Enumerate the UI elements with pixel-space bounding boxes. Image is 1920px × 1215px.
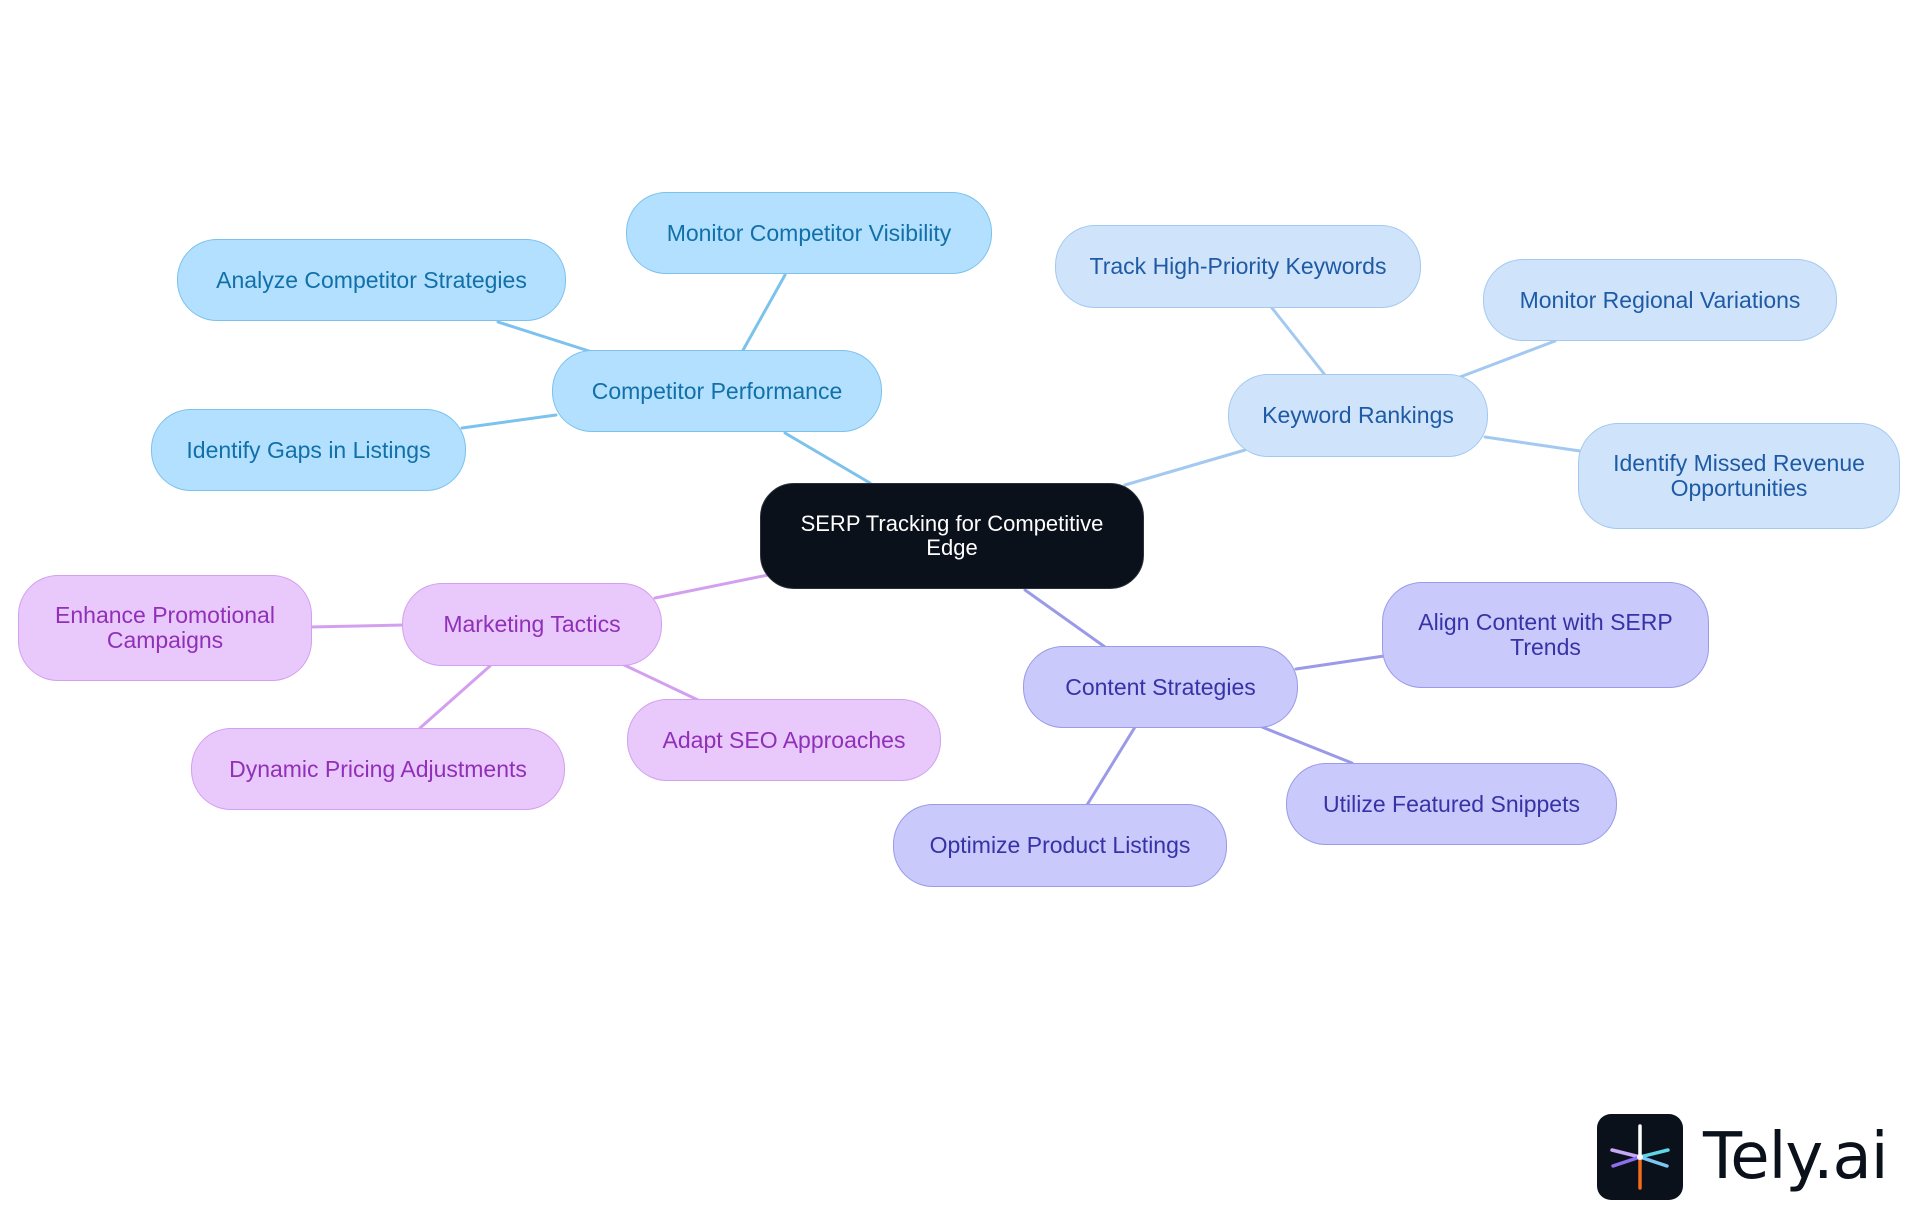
link-competitor-monitor — [740, 273, 787, 354]
leaf-enhance-promotional-campaigns[interactable]: Enhance Promotional Campaigns — [18, 575, 312, 681]
link-keyword-track — [1270, 306, 1327, 377]
leaf-adapt-seo-approaches[interactable]: Adapt SEO Approaches — [627, 699, 941, 781]
leaf-label: Dynamic Pricing Adjustments — [229, 755, 527, 782]
link-root-keyword — [1123, 448, 1247, 487]
link-keyword-regional — [1458, 339, 1557, 379]
branch-label: Marketing Tactics — [443, 611, 621, 637]
branch-label: Content Strategies — [1065, 673, 1256, 700]
leaf-dynamic-pricing-adjustments[interactable]: Dynamic Pricing Adjustments — [191, 728, 565, 810]
link-root-competitor — [783, 431, 872, 485]
branch-label: Keyword Rankings — [1262, 402, 1454, 428]
leaf-utilize-featured-snippets[interactable]: Utilize Featured Snippets — [1286, 763, 1617, 845]
leaf-monitor-competitor-visibility[interactable]: Monitor Competitor Visibility — [626, 192, 992, 274]
link-marketing-enhance — [308, 623, 406, 629]
leaf-optimize-product-listings[interactable]: Optimize Product Listings — [893, 804, 1227, 887]
tely-logo: Tely.ai — [1597, 1114, 1888, 1200]
link-competitor-gaps — [460, 413, 558, 430]
branch-competitor-performance[interactable]: Competitor Performance — [552, 350, 882, 432]
link-keyword-missed — [1483, 435, 1582, 453]
link-competitor-analyze — [496, 320, 594, 354]
leaf-label: Track High-Priority Keywords — [1089, 253, 1387, 279]
leaf-analyze-competitor-strategies[interactable]: Analyze Competitor Strategies — [177, 239, 566, 321]
root-label: SERP Tracking for Competitive Edge — [800, 511, 1104, 560]
link-marketing-dynamic — [418, 664, 492, 730]
leaf-identify-gaps-in-listings[interactable]: Identify Gaps in Listings — [151, 409, 466, 491]
link-content-optimize — [1085, 725, 1137, 807]
leaf-label: Enhance Promotional Campaigns — [55, 602, 275, 653]
leaf-label: Align Content with SERP Trends — [1418, 609, 1673, 660]
branch-marketing-tactics[interactable]: Marketing Tactics — [402, 583, 662, 666]
leaf-label: Identify Gaps in Listings — [186, 436, 431, 463]
tely-star-icon — [1597, 1114, 1683, 1200]
leaf-label: Analyze Competitor Strategies — [216, 266, 527, 293]
leaf-label: Monitor Regional Variations — [1519, 286, 1801, 313]
leaf-label: Monitor Competitor Visibility — [666, 219, 952, 246]
leaf-track-high-priority-keywords[interactable]: Track High-Priority Keywords — [1055, 225, 1421, 308]
leaf-label: Optimize Product Listings — [929, 832, 1191, 858]
link-root-content — [1023, 588, 1107, 649]
leaf-identify-missed-revenue-opportunities[interactable]: Identify Missed Revenue Opportunities — [1578, 423, 1900, 529]
leaf-monitor-regional-variations[interactable]: Monitor Regional Variations — [1483, 259, 1837, 341]
leaf-align-content-with-serp-trends[interactable]: Align Content with SERP Trends — [1382, 582, 1709, 688]
branch-keyword-rankings[interactable]: Keyword Rankings — [1228, 374, 1488, 457]
link-content-align — [1294, 654, 1386, 671]
branch-label: Competitor Performance — [591, 377, 843, 404]
leaf-label: Utilize Featured Snippets — [1323, 790, 1580, 817]
root-node[interactable]: SERP Tracking for Competitive Edge — [760, 483, 1144, 589]
link-root-marketing — [653, 573, 770, 600]
link-marketing-adapt — [618, 661, 700, 702]
logo-text: Tely.ai — [1703, 1120, 1888, 1194]
leaf-label: Adapt SEO Approaches — [662, 726, 906, 753]
link-content-snippets — [1260, 725, 1354, 765]
leaf-label: Identify Missed Revenue Opportunities — [1613, 450, 1865, 501]
branch-content-strategies[interactable]: Content Strategies — [1023, 646, 1298, 728]
